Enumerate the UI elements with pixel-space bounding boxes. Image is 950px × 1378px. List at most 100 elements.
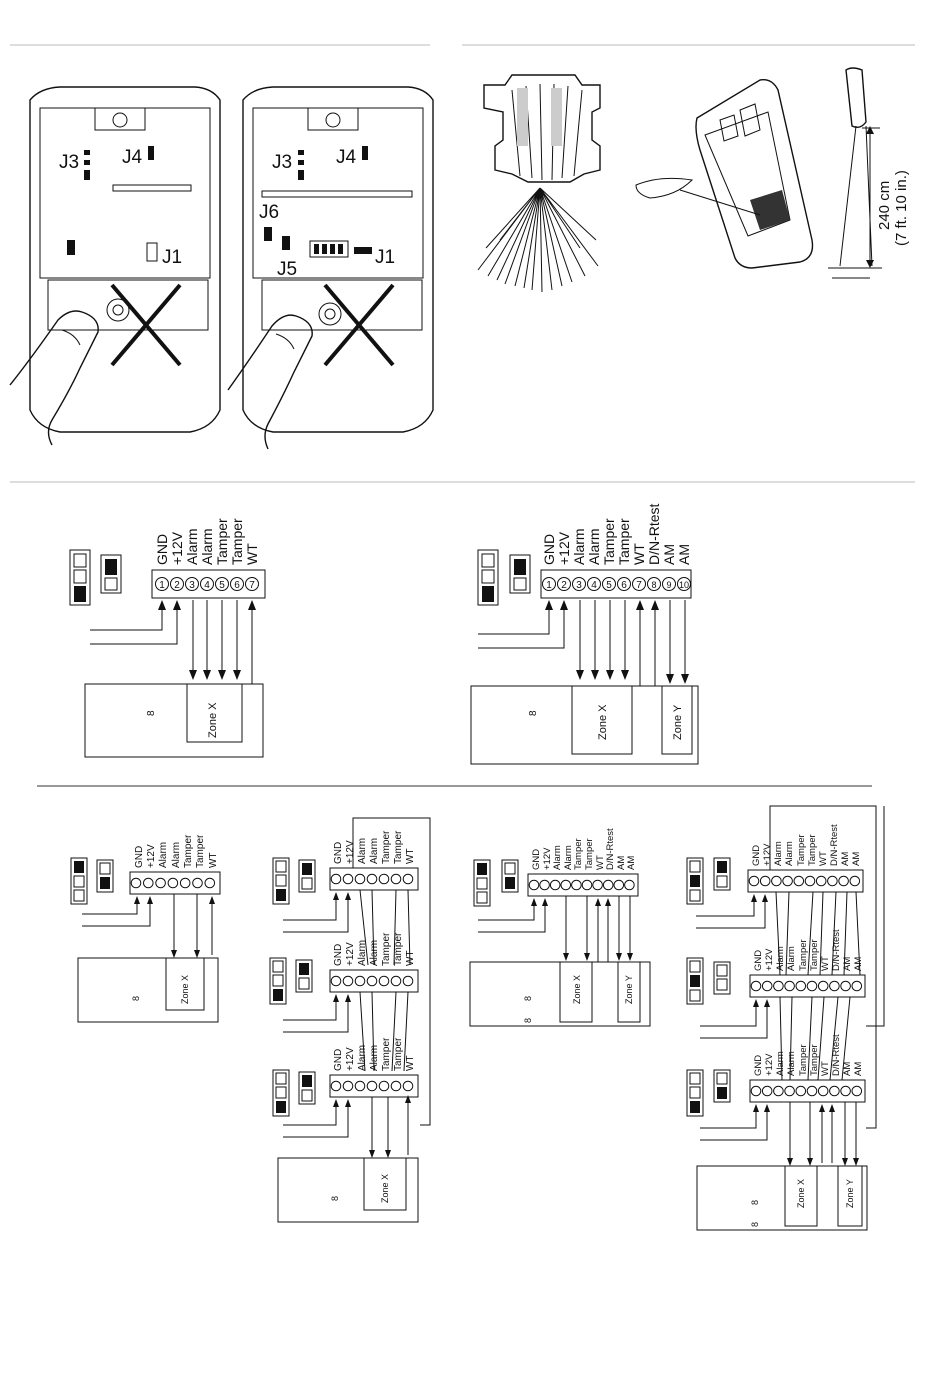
terminal-label: Alarm: [357, 940, 368, 966]
terminal-label: Tamper: [183, 834, 194, 868]
terminal-label: Tamper: [809, 1044, 820, 1076]
diagram-chained-10: GND +12V Alarm Alarm Tamper Tamper WT D/…: [686, 805, 885, 1231]
jumper-label-j3: J3: [59, 152, 79, 173]
panel-digit: 8: [523, 996, 533, 1001]
mounting-height-illustration: 240 cm (7 ft. 10 in.): [828, 67, 910, 279]
terminal-label: Tamper: [573, 838, 584, 870]
terminal-screw: [366, 873, 378, 885]
terminal-label: Tamper: [616, 518, 632, 565]
terminal-label: Alarm: [775, 946, 786, 971]
terminal-screw: [215, 577, 229, 591]
terminal-label: WT: [208, 852, 219, 868]
zone-x-box: [784, 1165, 818, 1227]
terminal-screw: [806, 1085, 818, 1097]
terminal-screw: [617, 577, 631, 591]
terminal-label: Alarm: [158, 842, 169, 868]
zone-y-label: Zone Y: [624, 975, 634, 1004]
terminal-screw: [632, 577, 646, 591]
terminal-label: AM: [853, 957, 864, 971]
terminal-label: GND: [753, 950, 764, 971]
terminal-label: D/N-Rtest: [831, 1034, 842, 1076]
terminal-label: WT: [595, 855, 606, 870]
terminal-screws: [330, 873, 414, 885]
terminal-label: Tamper: [796, 834, 807, 866]
terminal-screw: [179, 877, 191, 889]
terminal-screw: [342, 975, 354, 987]
terminal-screw: [613, 879, 625, 891]
terminal-screw: [539, 879, 550, 891]
terminal-number: 2: [174, 580, 180, 591]
terminal-number: 6: [621, 580, 627, 591]
terminal-screw: [647, 577, 661, 591]
terminal-number: 7: [249, 580, 255, 591]
terminal-label: Tamper: [195, 834, 206, 868]
terminal-number: 9: [666, 580, 671, 590]
jumper-label-j3: J3: [272, 152, 292, 173]
panel-digit: 8: [523, 1018, 533, 1023]
terminal-screw: [759, 875, 771, 887]
terminal-number: 6: [234, 580, 240, 591]
terminal-label: GND: [134, 846, 145, 868]
terminal-label: Tamper: [584, 838, 595, 870]
terminal-screw: [840, 1085, 851, 1097]
terminal-label: WT: [405, 950, 416, 966]
terminal-screw: [773, 1085, 784, 1097]
terminal-screw: [167, 877, 179, 889]
terminal-screw: [602, 577, 616, 591]
terminal-screw: [542, 577, 556, 591]
terminal-screw: [366, 1080, 378, 1092]
terminal-screw: [829, 1085, 840, 1097]
control-panel: [277, 1157, 419, 1223]
zone-x-box: [186, 683, 243, 743]
terminal-label: +12V: [764, 1053, 775, 1076]
terminal-label: +12V: [345, 942, 356, 966]
terminal-labels: GND +12V Alarm Alarm Tamper Tamper WT D/…: [753, 929, 864, 971]
jumper-label-j5: J5: [277, 259, 297, 280]
terminal-label: +12V: [345, 1047, 356, 1071]
terminal-screw: [773, 980, 784, 992]
terminal-label: Alarm: [773, 841, 784, 866]
terminal-screw: [750, 980, 762, 992]
terminal-screw: [557, 577, 571, 591]
mounted-detector-illustration: [635, 79, 814, 269]
detector-board-left: J3 J4 J1: [9, 86, 221, 446]
terminal-label: Tamper: [807, 834, 818, 866]
control-panel: [696, 1165, 868, 1231]
terminal-label: WT: [818, 851, 829, 866]
terminal-screw: [838, 875, 849, 887]
terminal-label: D/N-Rtest: [829, 824, 840, 866]
terminal-label: Tamper: [393, 830, 404, 864]
terminal-screw: [402, 975, 414, 987]
diagram-single-7: GND +12V Alarm Alarm Tamper Tamper WT 8 …: [70, 834, 221, 1023]
zone-y-label: Zone Y: [845, 1179, 855, 1208]
diagram-single-10: GND +12V Alarm Alarm Tamper Tamper WT D/…: [469, 828, 651, 1027]
panel-digit: 8: [146, 710, 157, 716]
terminal-screw: [771, 875, 782, 887]
zone-y-box: [837, 1165, 863, 1227]
terminal-screw: [378, 975, 390, 987]
terminal-screw: [806, 980, 818, 992]
terminal-label: GND: [154, 534, 170, 565]
terminal-screw: [402, 1080, 414, 1092]
terminal-label: Alarm: [171, 842, 182, 868]
terminal-label: AM: [851, 852, 862, 866]
terminal-label: AM: [853, 1062, 864, 1076]
terminal-screw: [204, 877, 216, 889]
terminal-labels: GND +12V Alarm Alarm Tamper Tamper WT D/…: [541, 503, 692, 565]
terminal-screw: [185, 577, 199, 591]
terminal-screw: [851, 1085, 863, 1097]
terminal-screw: [354, 975, 366, 987]
terminal-label: AM: [842, 957, 853, 971]
terminal-label: Tamper: [393, 932, 404, 966]
zone-y-box: [617, 961, 641, 1023]
terminal-screw: [155, 877, 166, 889]
terminal-label: Alarm: [784, 841, 795, 866]
terminal-screw: [571, 879, 582, 891]
zone-x-label: Zone X: [597, 704, 609, 740]
terminal-screw: [342, 1080, 354, 1092]
terminal-screw: [354, 873, 366, 885]
terminal-number: 3: [576, 580, 582, 591]
terminal-label: GND: [333, 944, 344, 966]
terminal-label: Alarm: [786, 946, 797, 971]
